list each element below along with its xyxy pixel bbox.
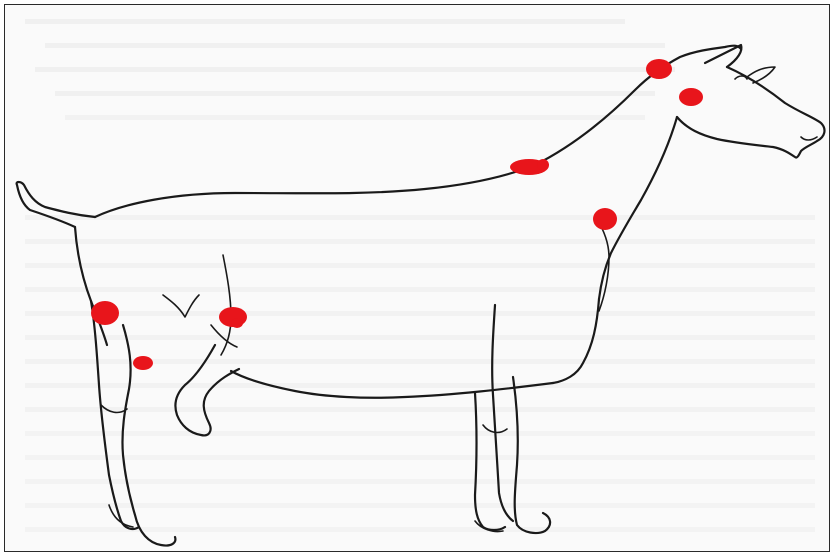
- marker-popliteal: [133, 356, 153, 370]
- marker-submandibular: [679, 88, 703, 106]
- marker-prefemoral: [91, 301, 119, 325]
- marker-neck-extra: [537, 159, 549, 171]
- marker-parotid: [646, 59, 672, 79]
- markers-layer: [5, 5, 830, 552]
- marker-supramammary: [231, 318, 243, 328]
- figure-frame: [4, 4, 830, 552]
- marker-prescapular: [593, 208, 617, 230]
